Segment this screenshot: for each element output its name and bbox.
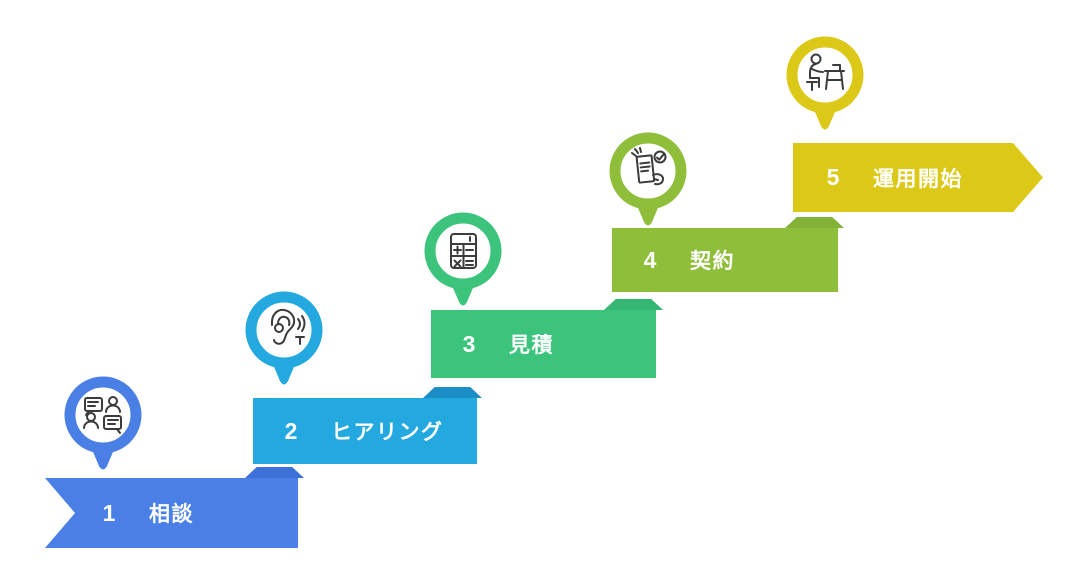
pin-pointer	[448, 276, 478, 306]
pin-ring	[245, 291, 323, 369]
step-pin	[64, 376, 142, 470]
step-label: 見積	[509, 334, 554, 357]
step-pin	[245, 291, 323, 385]
hearing-icon	[270, 308, 306, 345]
consultation-icon	[83, 396, 122, 434]
step-pin	[786, 36, 864, 130]
step-banner: 1 相談	[45, 478, 298, 548]
step-label: ヒアリング	[331, 421, 444, 444]
step-number: 2	[284, 417, 298, 444]
pin-ring	[786, 36, 864, 114]
step-number: 4	[643, 246, 657, 273]
pin-ring	[609, 132, 687, 210]
step-number: 3	[462, 330, 476, 357]
ribbon-fold	[785, 217, 844, 228]
ribbon-fold	[423, 387, 482, 398]
step-banner: 2 ヒアリング	[253, 398, 477, 464]
step-number: 1	[102, 499, 116, 526]
step-banner: 4 契約	[612, 228, 838, 292]
pin-pointer	[633, 196, 663, 226]
contract-icon	[631, 147, 667, 186]
ribbon-fold	[604, 299, 663, 310]
pin-pointer	[88, 440, 118, 470]
pin-ring	[424, 212, 502, 290]
step-number: 5	[826, 164, 840, 190]
step-banner: 5 運用開始	[793, 143, 1043, 212]
desk-work-icon	[806, 53, 845, 91]
step-pin	[609, 132, 687, 226]
step-label: 契約	[690, 250, 735, 273]
step-pin	[424, 212, 502, 306]
pin-pointer	[269, 355, 299, 385]
step-label: 相談	[149, 503, 194, 526]
ribbon-fold	[245, 467, 304, 478]
pin-ring	[64, 376, 142, 454]
step-label: 運用開始	[873, 167, 963, 191]
calculator-icon	[450, 233, 477, 269]
step-banner: 3 見積	[431, 310, 656, 378]
pin-pointer	[810, 100, 840, 130]
